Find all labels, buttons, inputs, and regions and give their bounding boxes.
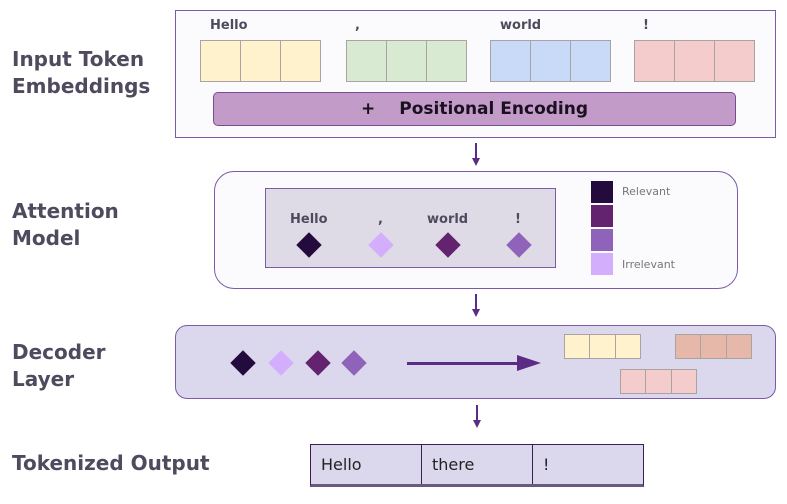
output-token: ! bbox=[543, 455, 550, 474]
legend-swatch bbox=[591, 205, 613, 227]
embedding-vector bbox=[200, 40, 321, 82]
output-token: there bbox=[422, 445, 533, 484]
input-token: world bbox=[500, 18, 542, 33]
output-token: Hello bbox=[311, 445, 422, 484]
arrow-down bbox=[475, 294, 477, 310]
decoder-output-vector bbox=[564, 334, 641, 359]
arrow-down bbox=[476, 405, 478, 421]
attention-token: Hello bbox=[290, 212, 328, 227]
legend-swatch bbox=[591, 253, 613, 275]
decoder-output-vector bbox=[620, 369, 697, 394]
input-token: , bbox=[355, 18, 360, 33]
attention-token: world bbox=[427, 212, 469, 227]
input-token: ! bbox=[643, 18, 649, 33]
arrow-down bbox=[475, 143, 477, 159]
tokenized-output-table: Hello there ! bbox=[310, 444, 644, 487]
decoder-output-vector bbox=[675, 334, 752, 359]
positional-encoding-label: Positional Encoding bbox=[399, 99, 589, 119]
positional-encoding-bar: + Positional Encoding bbox=[213, 92, 736, 126]
embedding-vector bbox=[634, 40, 755, 82]
legend-swatch bbox=[591, 229, 613, 251]
decoder-arrow-head-icon bbox=[517, 355, 541, 371]
embedding-vector bbox=[490, 40, 611, 82]
decoder-arrow-shaft bbox=[407, 362, 519, 365]
attention-token: ! bbox=[515, 212, 521, 227]
input-token: Hello bbox=[210, 18, 248, 33]
attention-token: , bbox=[378, 212, 383, 227]
legend-relevant: Relevant bbox=[622, 185, 671, 198]
legend-swatch bbox=[591, 181, 613, 203]
legend-irrelevant: Irrelevant bbox=[622, 258, 675, 271]
arrow-head-icon bbox=[472, 158, 480, 166]
embedding-vector bbox=[346, 40, 467, 82]
attention-inner-box bbox=[265, 188, 556, 268]
arrow-head-icon bbox=[472, 309, 480, 317]
plus-icon: + bbox=[360, 99, 376, 119]
arrow-head-icon bbox=[473, 420, 481, 428]
tokenized-output-label: Tokenized Output bbox=[12, 451, 210, 475]
